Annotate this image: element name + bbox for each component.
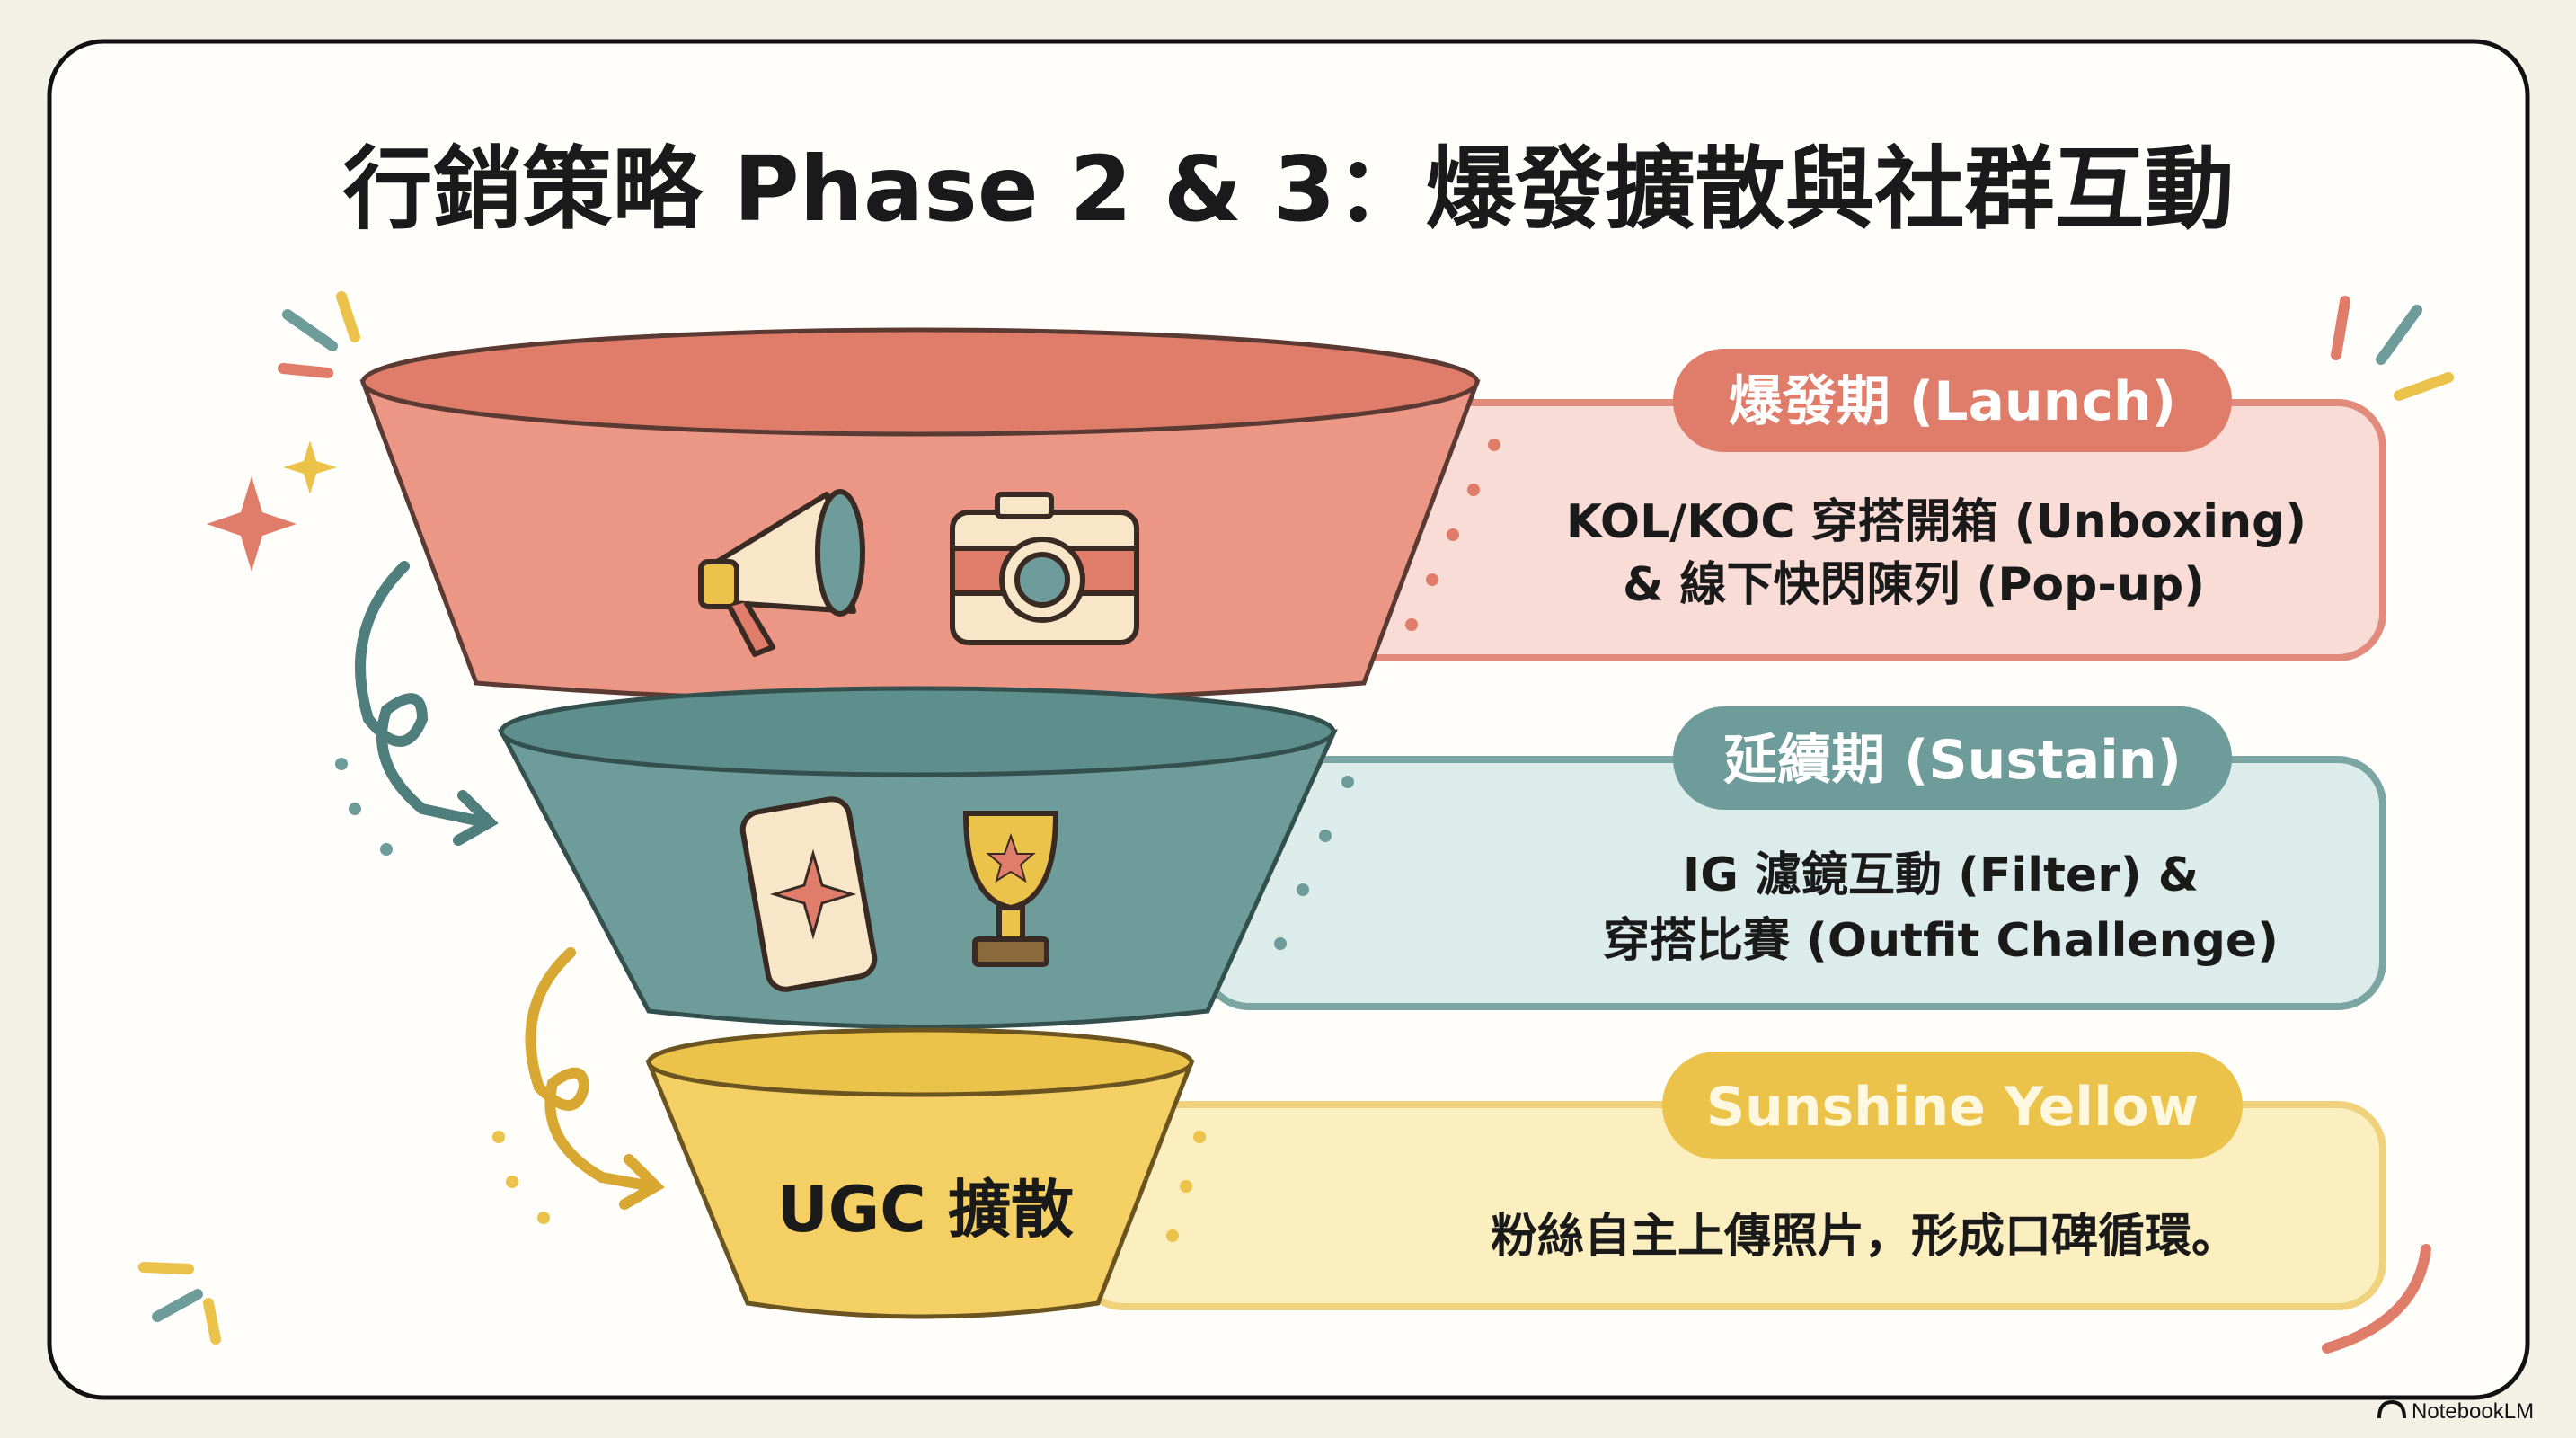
stage-desc: 粉絲自主上傳照片，形成口碑循環。 xyxy=(1491,1210,2238,1264)
decorative-sparks xyxy=(138,291,2454,1354)
stage-box-sustain: 延續期 (Sustain) IG 濾鏡互動 (Filter) & 穿搭比賽 (O… xyxy=(1200,706,2386,1010)
stage-box-launch: 爆發期 (Launch) KOL/KOC 穿搭開箱 (Unboxing) & 線… xyxy=(1290,349,2386,661)
notebooklm-watermark: NotebookLM xyxy=(2377,1399,2534,1424)
arrow-head-icon xyxy=(619,1154,665,1210)
stage-desc: KOL/KOC 穿搭開箱 (Unboxing) xyxy=(1566,495,2306,549)
stage-pill-sustain xyxy=(1673,706,2232,810)
stage-pill-ugc xyxy=(1662,1052,2243,1159)
funnel-layer-launch xyxy=(359,327,1481,704)
stage-pill-launch xyxy=(1673,349,2232,452)
megaphone-icon xyxy=(698,489,865,657)
stage-desc: IG 濾鏡互動 (Filter) & xyxy=(1683,848,2199,902)
funnel-ugc-label: UGC 擴散 xyxy=(777,1173,1074,1247)
sparkle-icon xyxy=(283,440,337,494)
sparkle-icon xyxy=(207,476,297,572)
svg-text:NotebookLM: NotebookLM xyxy=(2412,1399,2534,1424)
camera-icon xyxy=(950,492,1139,645)
stage-label: Sunshine Yellow xyxy=(1706,1076,2199,1139)
funnel-layer-ugc xyxy=(645,1027,1195,1319)
notebooklm-logo-icon xyxy=(2377,1399,2406,1419)
page-title: 行銷策略 Phase 2 & 3：爆發擴散與社群互動 xyxy=(343,137,2235,242)
stage-label: 爆發期 (Launch) xyxy=(1729,370,2176,433)
stage-desc: 穿搭比賽 (Outfit Challenge) xyxy=(1603,914,2279,968)
stage-desc: & 線下快閃陳列 (Pop-up) xyxy=(1623,558,2205,612)
stage-box-ugc: Sunshine Yellow 粉絲自主上傳照片，形成口碑循環。 xyxy=(1075,1052,2386,1310)
curved-arrow-icon xyxy=(355,561,491,828)
trophy-icon xyxy=(962,811,1059,967)
smartphone-icon xyxy=(739,796,878,992)
curved-arrow-icon xyxy=(525,947,657,1192)
stage-label: 延續期 (Sustain) xyxy=(1723,729,2182,792)
arrow-head-icon xyxy=(453,790,499,846)
funnel-layer-sustain xyxy=(497,686,1338,1029)
dotted-connectors xyxy=(335,439,1500,1242)
